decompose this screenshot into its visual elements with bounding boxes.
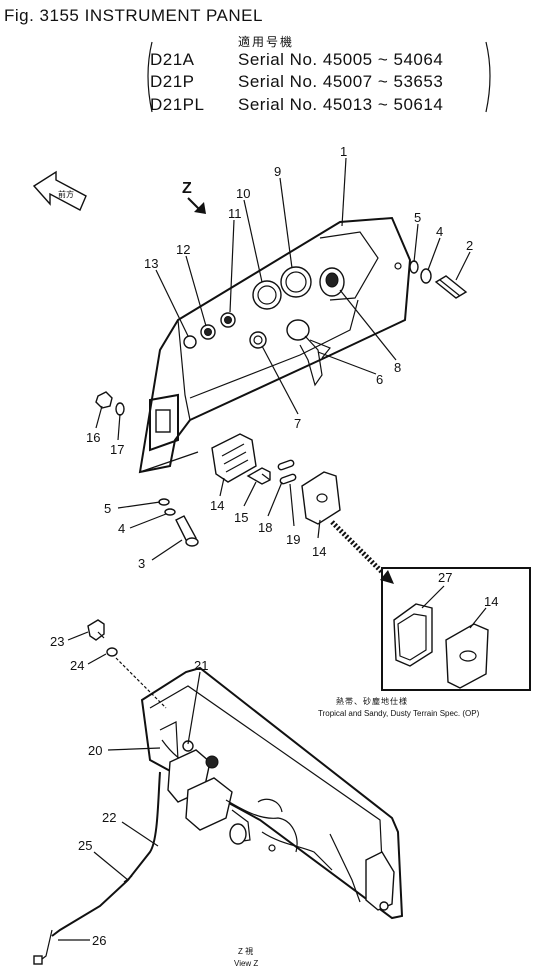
- svg-text:14: 14: [312, 544, 326, 559]
- svg-text:5: 5: [104, 501, 111, 516]
- callout-8: 8: [339, 289, 401, 375]
- callout-13: 13: [144, 256, 189, 337]
- option-detail-box: [381, 567, 531, 691]
- front-arrow-label: 前方: [58, 189, 74, 199]
- bolt-washer-set-lower: [158, 498, 199, 547]
- model-label: D21PL: [150, 95, 205, 114]
- svg-text:16: 16: [86, 430, 100, 445]
- svg-text:7: 7: [294, 416, 301, 431]
- callout-26: 26: [58, 933, 106, 948]
- svg-text:3: 3: [138, 556, 145, 571]
- bolt-washer-set-right: [409, 260, 468, 299]
- svg-text:8: 8: [394, 360, 401, 375]
- view-z-arrow-icon: [187, 197, 206, 214]
- view-caption-en: View Z: [234, 959, 258, 968]
- figure-title: Fig. 3155 INSTRUMENT PANEL: [4, 6, 263, 25]
- callout-11: 11: [228, 206, 242, 313]
- front-arrow-icon: 前方: [32, 170, 87, 211]
- option-note-en: Tropical and Sandy, Dusty Terrain Spec. …: [318, 709, 480, 718]
- svg-text:18: 18: [258, 520, 272, 535]
- svg-text:12: 12: [176, 242, 190, 257]
- svg-text:2: 2: [466, 238, 473, 253]
- right-bracket: [485, 41, 491, 113]
- applicability-label: 適用号機: [238, 35, 295, 49]
- callout-3: 3: [138, 539, 183, 571]
- model-label: D21A: [150, 50, 195, 69]
- serial-row-d21pl: D21PL Serial No. 45013 ~ 50614: [150, 95, 443, 115]
- svg-text:27: 27: [438, 570, 452, 585]
- callout-17: 17: [110, 413, 124, 457]
- svg-text:14: 14: [210, 498, 224, 513]
- serial-range: Serial No. 45007 ~ 53653: [238, 72, 444, 91]
- svg-text:26: 26: [92, 933, 106, 948]
- serial-row-d21p: D21P Serial No. 45007 ~ 53653: [150, 72, 443, 92]
- relay-block: [211, 433, 257, 483]
- svg-text:15: 15: [234, 510, 248, 525]
- callout-2: 2: [455, 238, 473, 281]
- callout-25: 25: [78, 838, 129, 881]
- serial-range: Serial No. 45013 ~ 50614: [238, 95, 444, 114]
- callout-24: 24: [70, 653, 107, 673]
- clips-18-19: [277, 459, 297, 485]
- screw-15: [246, 467, 271, 485]
- callout-5-lower: 5: [104, 501, 161, 516]
- callout-20: 20: [88, 743, 161, 758]
- callout-14-relay: 14: [210, 477, 225, 513]
- callout-14-option: 14: [469, 594, 498, 629]
- left-bracket: [147, 41, 153, 113]
- svg-text:24: 24: [70, 658, 84, 673]
- svg-text:21: 21: [194, 658, 208, 673]
- svg-text:4: 4: [436, 224, 443, 239]
- view-caption-jp: Z 視: [238, 947, 253, 956]
- callout-4-lower: 4: [118, 513, 167, 536]
- svg-text:25: 25: [78, 838, 92, 853]
- option-note-jp: 熱帯、砂塵地仕様: [336, 696, 408, 706]
- svg-text:9: 9: [274, 164, 281, 179]
- serial-row-d21a: D21A Serial No. 45005 ~ 54064: [150, 50, 443, 70]
- svg-text:10: 10: [236, 186, 250, 201]
- callout-12: 12: [176, 242, 207, 327]
- callout-10: 10: [236, 186, 263, 283]
- cover-14: [301, 471, 341, 525]
- callout-21: 21: [187, 658, 208, 745]
- svg-text:6: 6: [376, 372, 383, 387]
- svg-text:23: 23: [50, 634, 64, 649]
- callout-7: 7: [261, 345, 301, 431]
- svg-text:13: 13: [144, 256, 158, 271]
- svg-text:19: 19: [286, 532, 300, 547]
- callout-15: 15: [234, 481, 257, 525]
- callout-9: 9: [274, 164, 293, 269]
- callout-4: 4: [427, 224, 443, 271]
- serial-range: Serial No. 45005 ~ 54064: [238, 50, 444, 69]
- view-z-marker: Z: [182, 180, 192, 197]
- callout-22: 22: [102, 810, 159, 847]
- svg-text:11: 11: [228, 206, 242, 221]
- callout-6: 6: [317, 351, 383, 387]
- instrument-panel-upper: [138, 216, 412, 474]
- svg-text:1: 1: [340, 144, 347, 159]
- svg-text:5: 5: [414, 210, 421, 225]
- callout-19: 19: [286, 483, 300, 547]
- callout-1: 1: [340, 144, 347, 227]
- model-label: D21P: [150, 72, 195, 91]
- svg-text:17: 17: [110, 442, 124, 457]
- svg-text:22: 22: [102, 810, 116, 825]
- callout-23: 23: [50, 631, 89, 649]
- callout-14-cover: 14: [312, 519, 326, 559]
- instrument-panel-view-z: [33, 619, 404, 965]
- svg-text:14: 14: [484, 594, 498, 609]
- callout-5: 5: [413, 210, 421, 263]
- svg-text:20: 20: [88, 743, 102, 758]
- option-pointer-arrow-icon: [330, 520, 394, 584]
- callout-27: 27: [421, 570, 452, 609]
- callout-16: 16: [86, 405, 103, 445]
- svg-text:4: 4: [118, 521, 125, 536]
- callout-18: 18: [258, 481, 283, 535]
